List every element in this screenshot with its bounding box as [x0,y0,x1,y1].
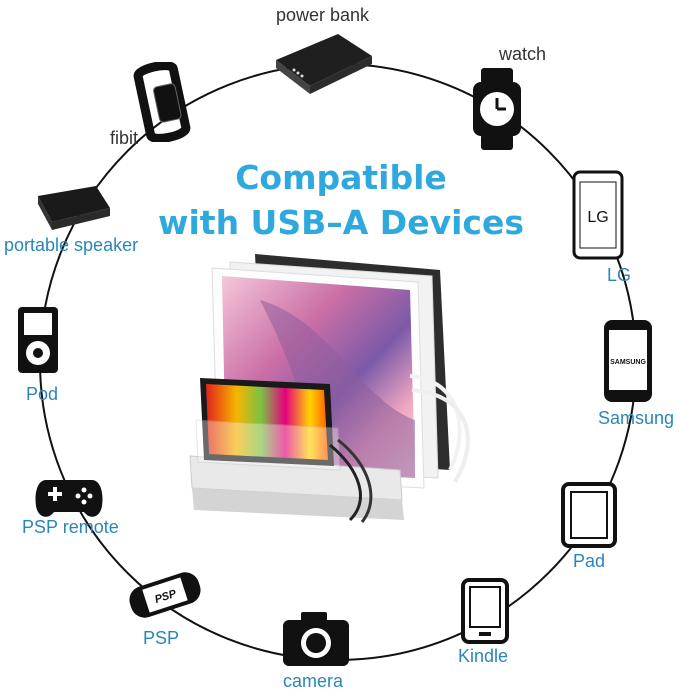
portable-speaker-label: portable speaker [4,235,139,255]
headline-line-2: with USB–A Devices [158,203,524,242]
psp-remote-label: PSP remote [22,517,119,537]
ipod-icon [18,307,58,373]
pad-label: Pad [573,551,606,571]
headline-line-1: Compatible [235,158,447,197]
tablet-icon [561,482,617,548]
fitbit-label: fibit [110,128,139,148]
psp-label: PSP [143,628,180,648]
samsung-phone-icon: SAMSUNG [604,320,652,402]
lg-phone-icon: LG [572,170,624,260]
power-bank-label: power bank [276,5,370,25]
fitness-band-icon [133,62,191,142]
watch-label: watch [499,44,547,64]
camera-label: camera [283,671,344,691]
kindle-label: Kindle [458,646,509,666]
power-bank-icon [276,34,372,94]
lg-screen-text: LG [587,209,608,226]
psp-icon: PSP [129,572,201,618]
samsung-label: Samsung [598,408,675,428]
kindle-icon [461,578,509,644]
pod-label: Pod [26,384,59,404]
watch-icon [473,68,521,150]
speaker-icon [38,186,110,230]
samsung-screen-text: SAMSUNG [610,359,646,366]
lg-label: LG [607,265,632,285]
gamepad-icon [35,480,103,517]
camera-icon [283,612,349,666]
